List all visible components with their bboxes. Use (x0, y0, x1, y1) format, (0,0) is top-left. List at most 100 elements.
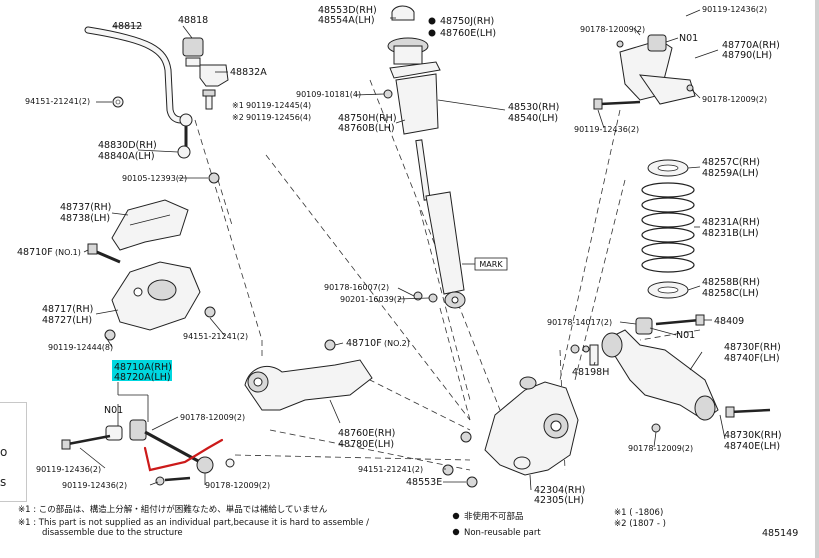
leader-lines (79, 9, 726, 491)
note-jp: ※1 : この部品は、構造上分解・組付けが困難なため、単品では補給していません (18, 504, 328, 515)
label-42304: 42304(RH) (534, 485, 585, 496)
label-90178-14017: 90178-14017(2) (547, 318, 612, 327)
label-90119-12436-l2: 90119-12436(2) (62, 481, 127, 490)
red-annotation-mark (143, 438, 224, 472)
lower-rear-arm (601, 329, 719, 421)
label-48760e: 48760E(LH) (440, 28, 496, 39)
label-n01-tr: N01 (679, 33, 698, 44)
label-48738: 48738(LH) (60, 213, 110, 224)
spring-upper-seat (647, 159, 689, 177)
label-48818: 48818 (178, 15, 208, 26)
label-48258c: 48258C(LH) (702, 288, 759, 299)
label-48730k: 48730K(RH) (724, 430, 782, 441)
trailing-arm (244, 359, 373, 411)
range-mark2: ※2 (1807 - ) (614, 519, 666, 529)
label-90119-12436-l1: 90119-12436(2) (36, 465, 101, 474)
label-48710f-1: 48710F (17, 247, 53, 258)
label-90119-12444: 90119-12444(8) (48, 343, 113, 352)
label-90178-12009-a: 90178-12009(2) (180, 413, 245, 422)
link-nut-icon (208, 172, 220, 184)
legend-non-reusable-en: Non-reusable part (464, 528, 541, 538)
upper-arm-bolt-icon (593, 40, 694, 110)
label-90178-12009-tr: 90178-12009(2) (580, 25, 645, 34)
label-48553e: 48553E (406, 477, 442, 488)
note-en-line1: ※1 : This part is not supplied as an ind… (18, 518, 369, 528)
label-48231a: 48231A(RH) (702, 217, 760, 228)
lower-arm-nut-icon (155, 476, 191, 486)
spring-lower-seat (647, 281, 689, 299)
strut-nut-icon (383, 89, 393, 99)
bolt-icon (202, 89, 216, 110)
upper-control-arm (619, 39, 696, 105)
label-48553d: 48553D(RH) (318, 5, 377, 16)
lower-arm-bolt-r-icon (570, 314, 771, 433)
label-48710a: 48710A(RH) (114, 362, 172, 373)
label-48231b: 48231B(LH) (702, 228, 759, 239)
highlight-box (112, 360, 172, 381)
mark-tag: MARK (462, 257, 508, 271)
label-94151-low: 94151-21241(2) (358, 465, 423, 474)
range-mark1: ※1 ( -1806) (614, 508, 663, 518)
label-42305: 42305(LH) (534, 495, 584, 506)
window-edge (815, 0, 819, 558)
label-48730f: 48730F(RH) (724, 342, 781, 353)
label-48830d: 48830D(RH) (98, 140, 157, 151)
label-48750j: 48750J(RH) (440, 16, 494, 27)
stabilizer-bracket (199, 64, 229, 87)
label-48540: 48540(LH) (508, 113, 558, 124)
lower-arm-link-r (589, 344, 599, 366)
upper-arm-bushing (647, 34, 667, 52)
label-48840a: 48840A(LH) (98, 151, 155, 162)
svg-text:MARK: MARK (479, 260, 503, 269)
stabilizer-bar (84, 26, 192, 124)
shock-absorber (415, 139, 466, 309)
non-reusable-markers (428, 17, 460, 520)
label-mark2: ※2 (232, 113, 244, 122)
label-48257c: 48257C(RH) (702, 157, 760, 168)
label-48710f-1-tag: (NO.1) (55, 248, 81, 257)
label-90178-12009-r: 90178-12009(2) (628, 444, 693, 453)
side-panel: o s (0, 402, 27, 502)
label-90178-12009-tr2: 90178-12009(2) (702, 95, 767, 104)
knuckle-nut-icon (442, 431, 478, 488)
coil-spring (641, 182, 695, 273)
label-48737: 48737(RH) (60, 202, 111, 213)
mount-nut-icon (104, 306, 216, 341)
strut-upper-mount (387, 5, 429, 65)
member-mount (111, 261, 201, 331)
label-94151-left: 94151-21241(2) (25, 97, 90, 106)
lower-arm-rod (144, 430, 235, 474)
part-labels: 48812 48818 48832A 94151-21241(2) ※1 901… (17, 5, 782, 506)
footnotes: ※1 : この部品は、構造上分解・組付けが困難なため、単品では補給していません … (18, 504, 798, 539)
label-48740e: 48740E(LH) (724, 441, 780, 452)
label-48258b: 48258B(RH) (702, 277, 760, 288)
label-90178-16007: 90178-16007(2) (324, 283, 389, 292)
legend-non-reusable-jp: 非使用不可部品 (464, 511, 524, 522)
diagram-number: 485149 (762, 528, 798, 539)
lower-arm-n01-bushings (105, 419, 147, 441)
strut-dust-cover (395, 73, 439, 135)
label-n01-r: N01 (676, 330, 695, 341)
label-90201: 90201-16039(2) (340, 295, 405, 304)
label-94151-mid: 94151-21241(2) (183, 332, 248, 341)
label-48720a: 48720A(LH) (114, 372, 171, 383)
label-48750h: 48750H(RH) (338, 113, 397, 124)
steering-knuckle (484, 381, 579, 476)
label-90119-12436-tr: 90119-12436(2) (702, 5, 767, 14)
note-en-line2: disassemble due to the structure (42, 528, 183, 538)
lower-arm-bolt-icon (61, 434, 111, 450)
label-90119-12456: 90119-12456(4) (246, 113, 311, 122)
label-48760b: 48760B(LH) (338, 123, 395, 134)
label-48198h: 48198H (572, 367, 609, 378)
label-90119-12445: 90119-12445(4) (246, 101, 311, 110)
label-n01-left: N01 (104, 405, 123, 416)
label-mark1: ※1 (232, 101, 244, 110)
suspension-cover (111, 199, 189, 251)
label-90119-12436-tr2: 90119-12436(2) (574, 125, 639, 134)
label-48710f-2: 48710F (346, 338, 382, 349)
label-48832a: 48832A (230, 67, 267, 78)
label-48740f: 48740F(LH) (724, 353, 780, 364)
label-48710f-2-tag: (NO.2) (384, 339, 410, 348)
shock-bolt-icon (413, 291, 438, 303)
